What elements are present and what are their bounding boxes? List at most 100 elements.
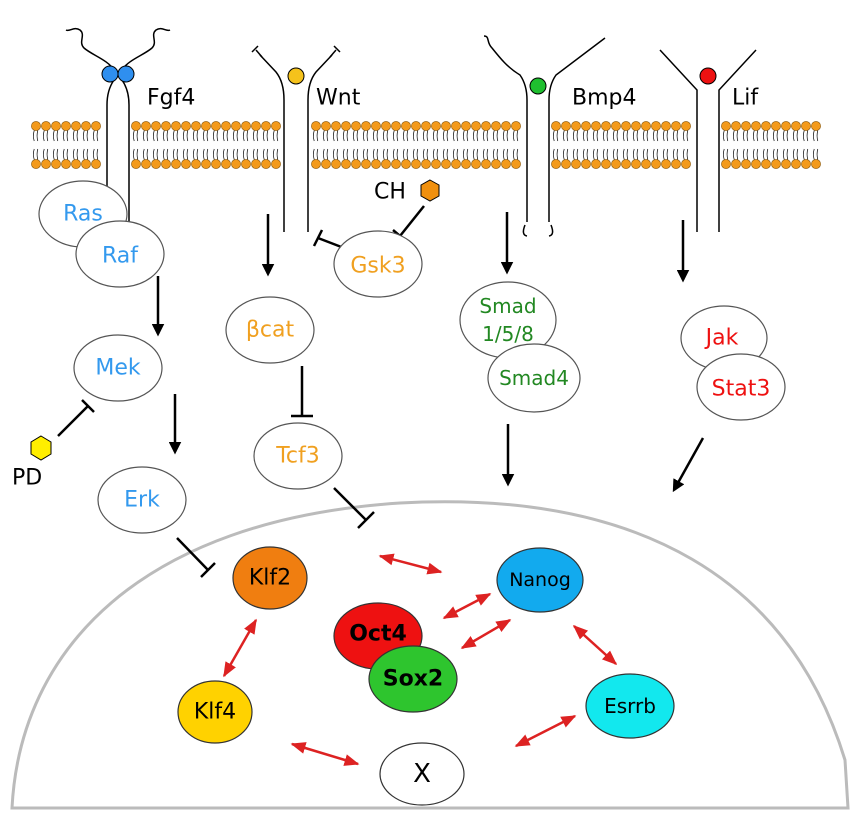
lipid-tail bbox=[593, 148, 595, 160]
lipid-head bbox=[151, 121, 161, 131]
fgf4-ligand-2 bbox=[117, 65, 135, 83]
lipid-head bbox=[471, 159, 481, 169]
lipid-head bbox=[681, 121, 691, 131]
lipid-head bbox=[31, 121, 41, 131]
lipid-tail bbox=[513, 130, 515, 142]
lipid-head bbox=[751, 121, 761, 131]
lipid-head bbox=[491, 159, 501, 169]
lipid-tail bbox=[646, 148, 649, 160]
lipid-head bbox=[441, 159, 451, 169]
lipid-tail bbox=[663, 130, 665, 142]
lipid-tail bbox=[43, 130, 45, 142]
lipid-head bbox=[571, 159, 581, 169]
interaction-arrow-sox2-nanog bbox=[460, 618, 512, 650]
lipid-tail bbox=[196, 130, 199, 142]
lipid-tail bbox=[96, 130, 99, 142]
lipid-tail bbox=[266, 130, 269, 142]
interaction-arrow-oct4-nanog bbox=[442, 592, 492, 620]
lipid-head bbox=[471, 121, 481, 131]
lipid-tail bbox=[73, 148, 75, 160]
lipid-tail bbox=[603, 130, 605, 142]
lipid-tail bbox=[633, 130, 635, 142]
lipid-tail bbox=[493, 130, 495, 142]
lipid-tail bbox=[626, 148, 629, 160]
lipid-tail bbox=[616, 130, 619, 142]
lipid-tail bbox=[173, 130, 175, 142]
lipid-tail bbox=[476, 130, 479, 142]
lipid-head bbox=[261, 159, 271, 169]
lipid-head bbox=[71, 121, 81, 131]
lipid-head bbox=[271, 121, 281, 131]
lipid-tail bbox=[606, 148, 609, 160]
lipid-head bbox=[681, 159, 691, 169]
lipid-head bbox=[151, 159, 161, 169]
lipid-tail bbox=[403, 148, 405, 160]
lipid-head bbox=[511, 121, 521, 131]
lipid-tail bbox=[656, 130, 659, 142]
lipid-tail bbox=[326, 148, 329, 160]
lipid-head bbox=[51, 121, 61, 131]
lipid-tail bbox=[206, 130, 209, 142]
lipid-tail bbox=[273, 148, 275, 160]
klf2-label: Klf2 bbox=[249, 566, 291, 591]
lipid-tail bbox=[586, 130, 589, 142]
klf2-node bbox=[232, 546, 308, 610]
lipid-head bbox=[141, 159, 151, 169]
lipid-tail bbox=[623, 130, 625, 142]
lipid-tail bbox=[33, 148, 35, 160]
lipid-tail bbox=[503, 148, 505, 160]
lipid-tail bbox=[553, 130, 555, 142]
lipid-tail bbox=[66, 148, 69, 160]
lipid-tail bbox=[673, 130, 675, 142]
lipid-tail bbox=[653, 148, 655, 160]
smad4-label: Smad4 bbox=[499, 366, 569, 390]
lipid-tail bbox=[516, 130, 519, 142]
lipid-head bbox=[741, 121, 751, 131]
lipid-head bbox=[761, 121, 771, 131]
lipid-head bbox=[621, 121, 631, 131]
lipid-head bbox=[241, 159, 251, 169]
lipid-tail bbox=[156, 148, 159, 160]
lipid-head bbox=[81, 121, 91, 131]
lipid-tail bbox=[63, 130, 65, 142]
lipid-head bbox=[221, 159, 231, 169]
lipid-tail bbox=[593, 130, 595, 142]
lipid-tail bbox=[63, 148, 65, 160]
lipid-tail bbox=[776, 148, 779, 160]
lipid-tail bbox=[353, 130, 355, 142]
lipid-tail bbox=[803, 130, 805, 142]
lipid-head bbox=[351, 159, 361, 169]
lipid-tail bbox=[43, 148, 45, 160]
lipid-head bbox=[221, 121, 231, 131]
lipid-tail bbox=[166, 148, 169, 160]
lipid-head bbox=[801, 121, 811, 131]
lipid-tail bbox=[206, 148, 209, 160]
lipid-tail bbox=[813, 130, 815, 142]
lipid-tail bbox=[576, 130, 579, 142]
lipid-tail bbox=[153, 130, 155, 142]
lipid-tail bbox=[503, 130, 505, 142]
lipid-tail bbox=[366, 130, 369, 142]
erk-inhibits-klf2 bbox=[176, 537, 209, 571]
lipid-tail bbox=[683, 130, 685, 142]
lipid-head bbox=[501, 159, 511, 169]
lipid-head bbox=[391, 159, 401, 169]
lipid-head bbox=[661, 121, 671, 131]
lipid-head bbox=[651, 121, 661, 131]
lipid-tail bbox=[603, 148, 605, 160]
sox2-label: Sox2 bbox=[383, 667, 443, 692]
lipid-head bbox=[631, 159, 641, 169]
lipid-tail bbox=[196, 148, 199, 160]
lipid-tail bbox=[33, 130, 35, 142]
lipid-tail bbox=[506, 148, 509, 160]
lipid-tail bbox=[566, 148, 569, 160]
klf4-label: Klf4 bbox=[194, 700, 236, 725]
lipid-tail bbox=[36, 148, 39, 160]
lipid-head bbox=[381, 159, 391, 169]
lipid-tail bbox=[463, 130, 465, 142]
lipid-tail bbox=[346, 130, 349, 142]
lipid-tail bbox=[486, 130, 489, 142]
lipid-tail bbox=[663, 148, 665, 160]
lipid-head bbox=[311, 121, 321, 131]
lipid-tail bbox=[156, 130, 159, 142]
